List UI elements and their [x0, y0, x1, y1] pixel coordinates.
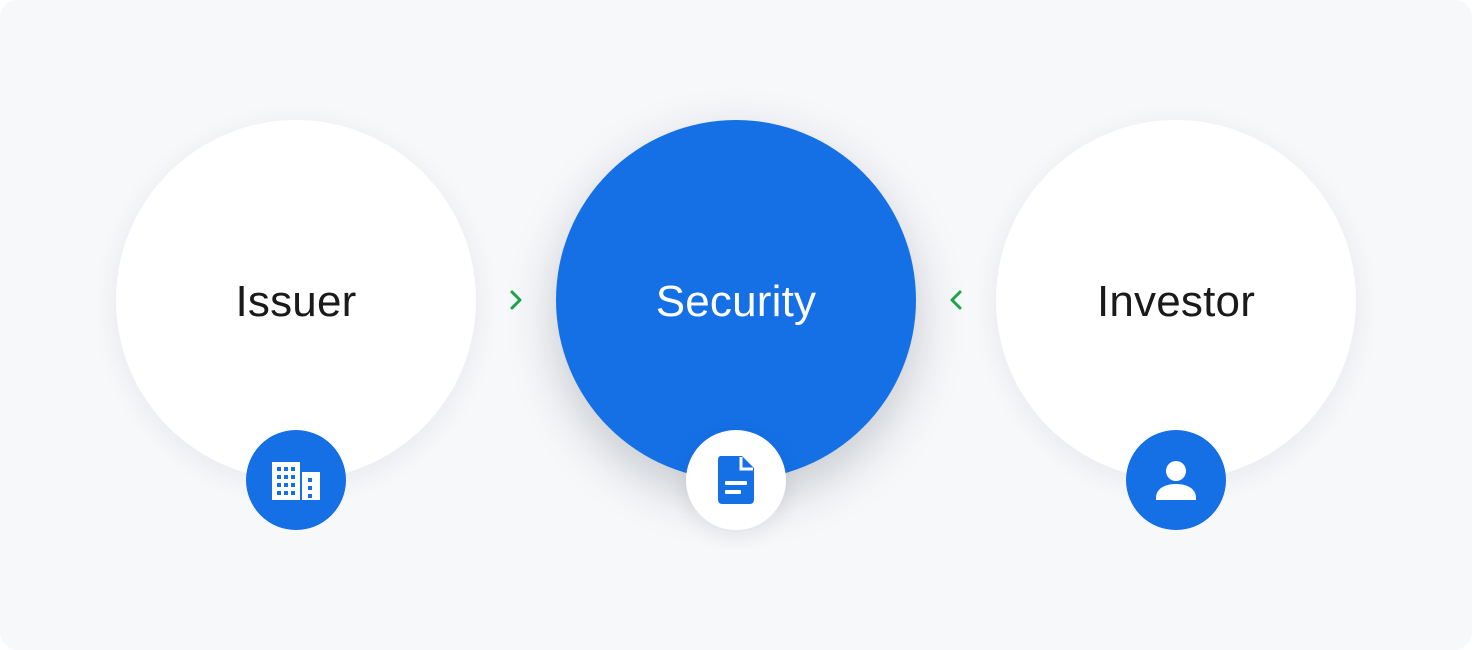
person-icon	[1156, 461, 1196, 500]
chevron-right-icon	[510, 290, 522, 310]
issuer-node: Issuer	[116, 120, 476, 480]
issuer-badge	[246, 430, 346, 530]
investor-label: Investor	[1096, 277, 1256, 326]
security-node: Security	[556, 120, 916, 480]
building-icon	[272, 462, 320, 500]
investor-node: Investor	[996, 120, 1356, 480]
document-icon	[717, 456, 754, 504]
chevron-left-icon	[950, 290, 962, 310]
issuer-label: Issuer	[235, 277, 357, 326]
security-badge	[686, 430, 786, 530]
investor-badge	[1126, 430, 1226, 530]
security-label: Security	[655, 277, 817, 326]
